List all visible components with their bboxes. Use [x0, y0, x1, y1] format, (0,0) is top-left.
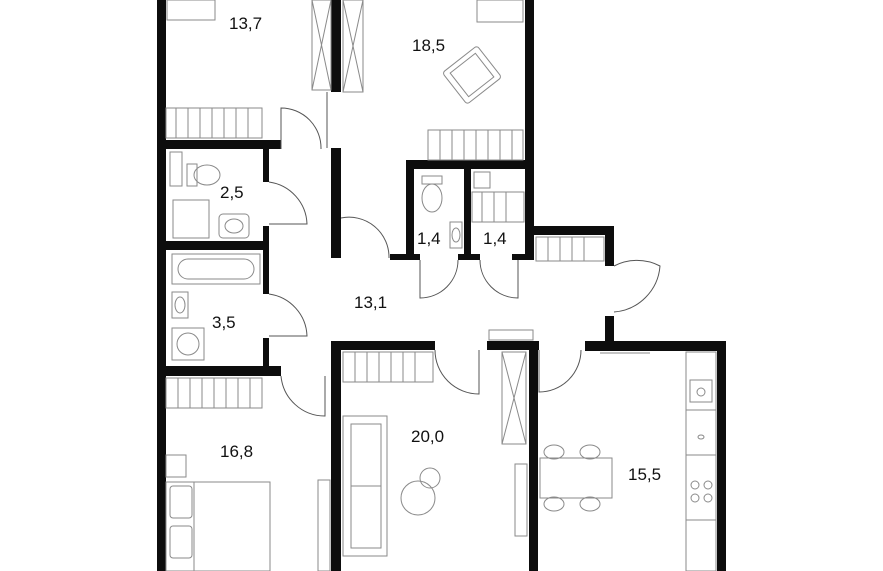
doors: [268, 92, 661, 417]
room-area-living-n: 18,5: [412, 36, 445, 55]
room-area-hallway: 13,1: [354, 293, 387, 312]
room-area-bathroom-large: 3,5: [212, 313, 236, 332]
room-area-kitchen: 15,5: [628, 465, 661, 484]
room-area-bathroom-small: 2,5: [220, 183, 244, 202]
room-labels: 13,7 18,5 2,5 1,4 1,4 13,1 3,5 16,8 20,0…: [212, 14, 661, 484]
room-area-living-s: 20,0: [411, 427, 444, 446]
room-area-bedroom-nw: 13,7: [229, 14, 262, 33]
walls: [157, 0, 726, 571]
room-area-bedroom-sw: 16,8: [220, 442, 253, 461]
room-area-storage: 1,4: [483, 229, 507, 248]
room-area-wc: 1,4: [417, 229, 441, 248]
furniture: [165, 0, 717, 571]
